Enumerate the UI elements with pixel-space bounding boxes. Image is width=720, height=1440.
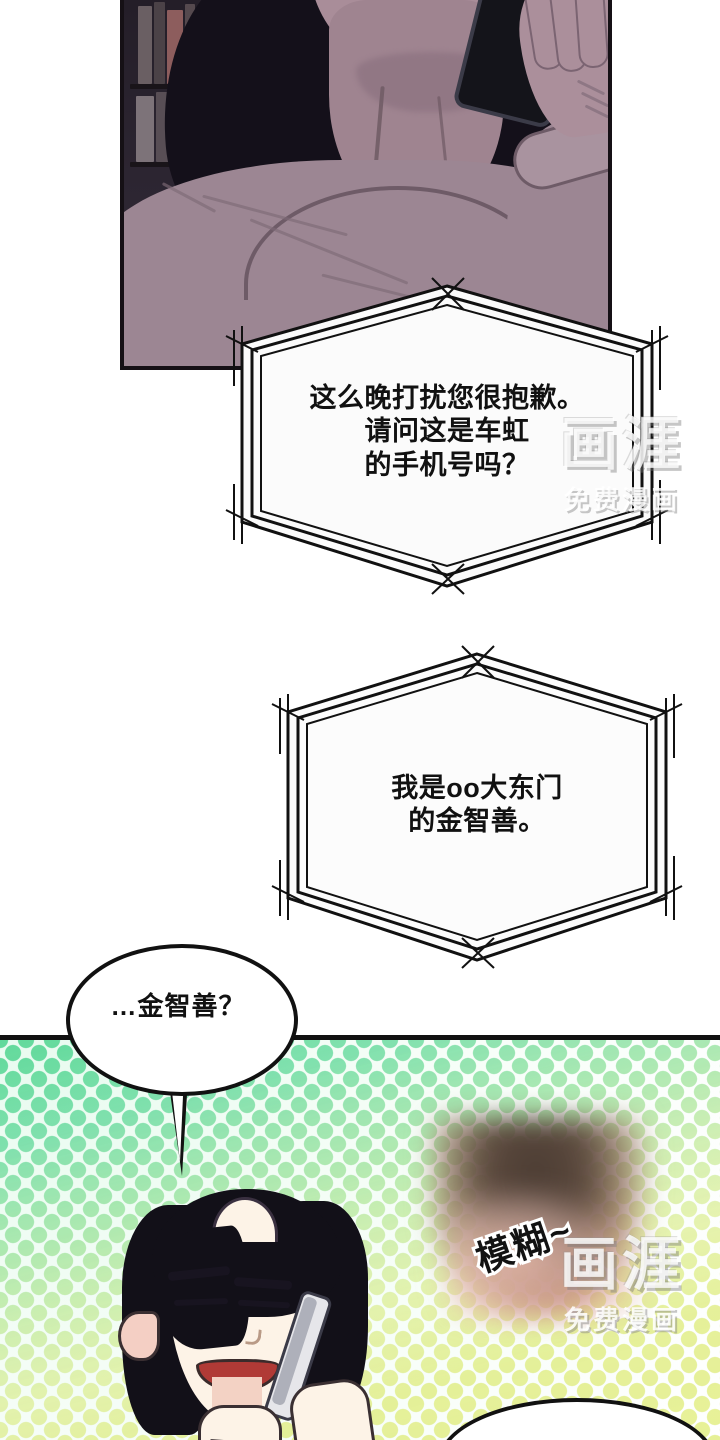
hex-bubble-1: 这么晚打扰您很抱歉。 请问这是车虹 的手机号吗？ bbox=[225, 277, 669, 595]
oval-bubble-tail-fill bbox=[170, 1074, 184, 1162]
oval-bubble-1-text: …金智善？ bbox=[110, 991, 246, 1021]
hex-bubble-2-text: 我是oo大东门 的金智善。 bbox=[391, 773, 563, 837]
girl-hand-on-chin bbox=[198, 1405, 282, 1440]
girl-ear bbox=[118, 1311, 160, 1361]
hex-bubble-1-text: 这么晚打扰您很抱歉。 请问这是车虹 的手机号吗？ bbox=[309, 383, 585, 480]
hex-bubble-2: 我是oo大东门 的金智善。 bbox=[271, 645, 683, 969]
blurred-head-highlight bbox=[450, 1186, 620, 1326]
panel-bottom: 模糊~ bbox=[0, 1035, 720, 1440]
hex-bubble-1-outline bbox=[225, 277, 669, 595]
oval-bubble-1 bbox=[66, 944, 298, 1096]
hex-bubble-2-outline bbox=[271, 645, 683, 969]
girl-character bbox=[118, 1189, 382, 1440]
